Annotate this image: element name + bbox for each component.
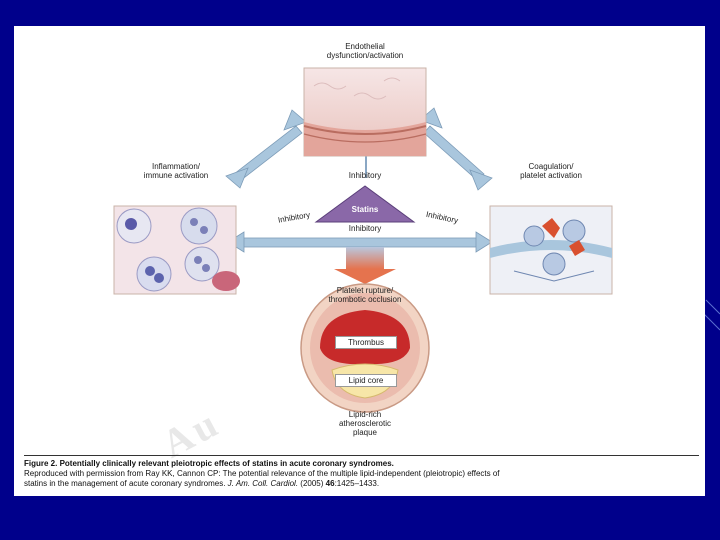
endothelial-label: Endothelial dysfunction/activation <box>326 42 404 60</box>
inhibitory-top-label: Inhibitory <box>348 171 382 180</box>
coagulation-label: Coagulation/ platelet activation <box>520 162 582 180</box>
thrombus-label: Thrombus <box>335 336 397 349</box>
caption-line-2: Reproduced with permission from Ray KK, … <box>24 469 500 478</box>
inflammation-illustration <box>113 205 240 295</box>
caption-volume: 46 <box>325 479 335 488</box>
caption-year: (2005) <box>300 479 324 488</box>
caption-pages: :1425–1433. <box>334 479 380 488</box>
endothelium-illustration <box>303 67 427 157</box>
lipid-core-label: Lipid core <box>335 374 397 387</box>
inflammation-label: Inflammation/ immune activation <box>143 162 209 180</box>
arrow-endothelium-to-inflammation <box>225 109 307 189</box>
figure-title: Figure 2. Potentially clinically relevan… <box>24 459 394 468</box>
plaque-label: Lipid-rich atherosclerotic plaque <box>338 410 392 437</box>
statins-label: Statins <box>351 205 379 214</box>
caption-line-3-start: statins in the management of acute coron… <box>24 479 226 488</box>
figure-slide: Endothelial dysfunction/activation Infla… <box>14 26 705 496</box>
caption-rule <box>24 455 699 456</box>
coagulation-illustration <box>489 205 613 295</box>
rupture-label: Platelet rupture/ thrombotic occlusion <box>328 286 402 304</box>
statins-triangle <box>314 185 416 223</box>
arrow-down-to-plaque <box>334 247 396 284</box>
caption-journal: J. Am. Coll. Cardiol. <box>227 479 299 488</box>
inhibitory-bottom-label: Inhibitory <box>348 224 382 233</box>
figure-caption: Figure 2. Potentially clinically relevan… <box>24 459 699 489</box>
caption-line-3: statins in the management of acute coron… <box>24 479 699 489</box>
